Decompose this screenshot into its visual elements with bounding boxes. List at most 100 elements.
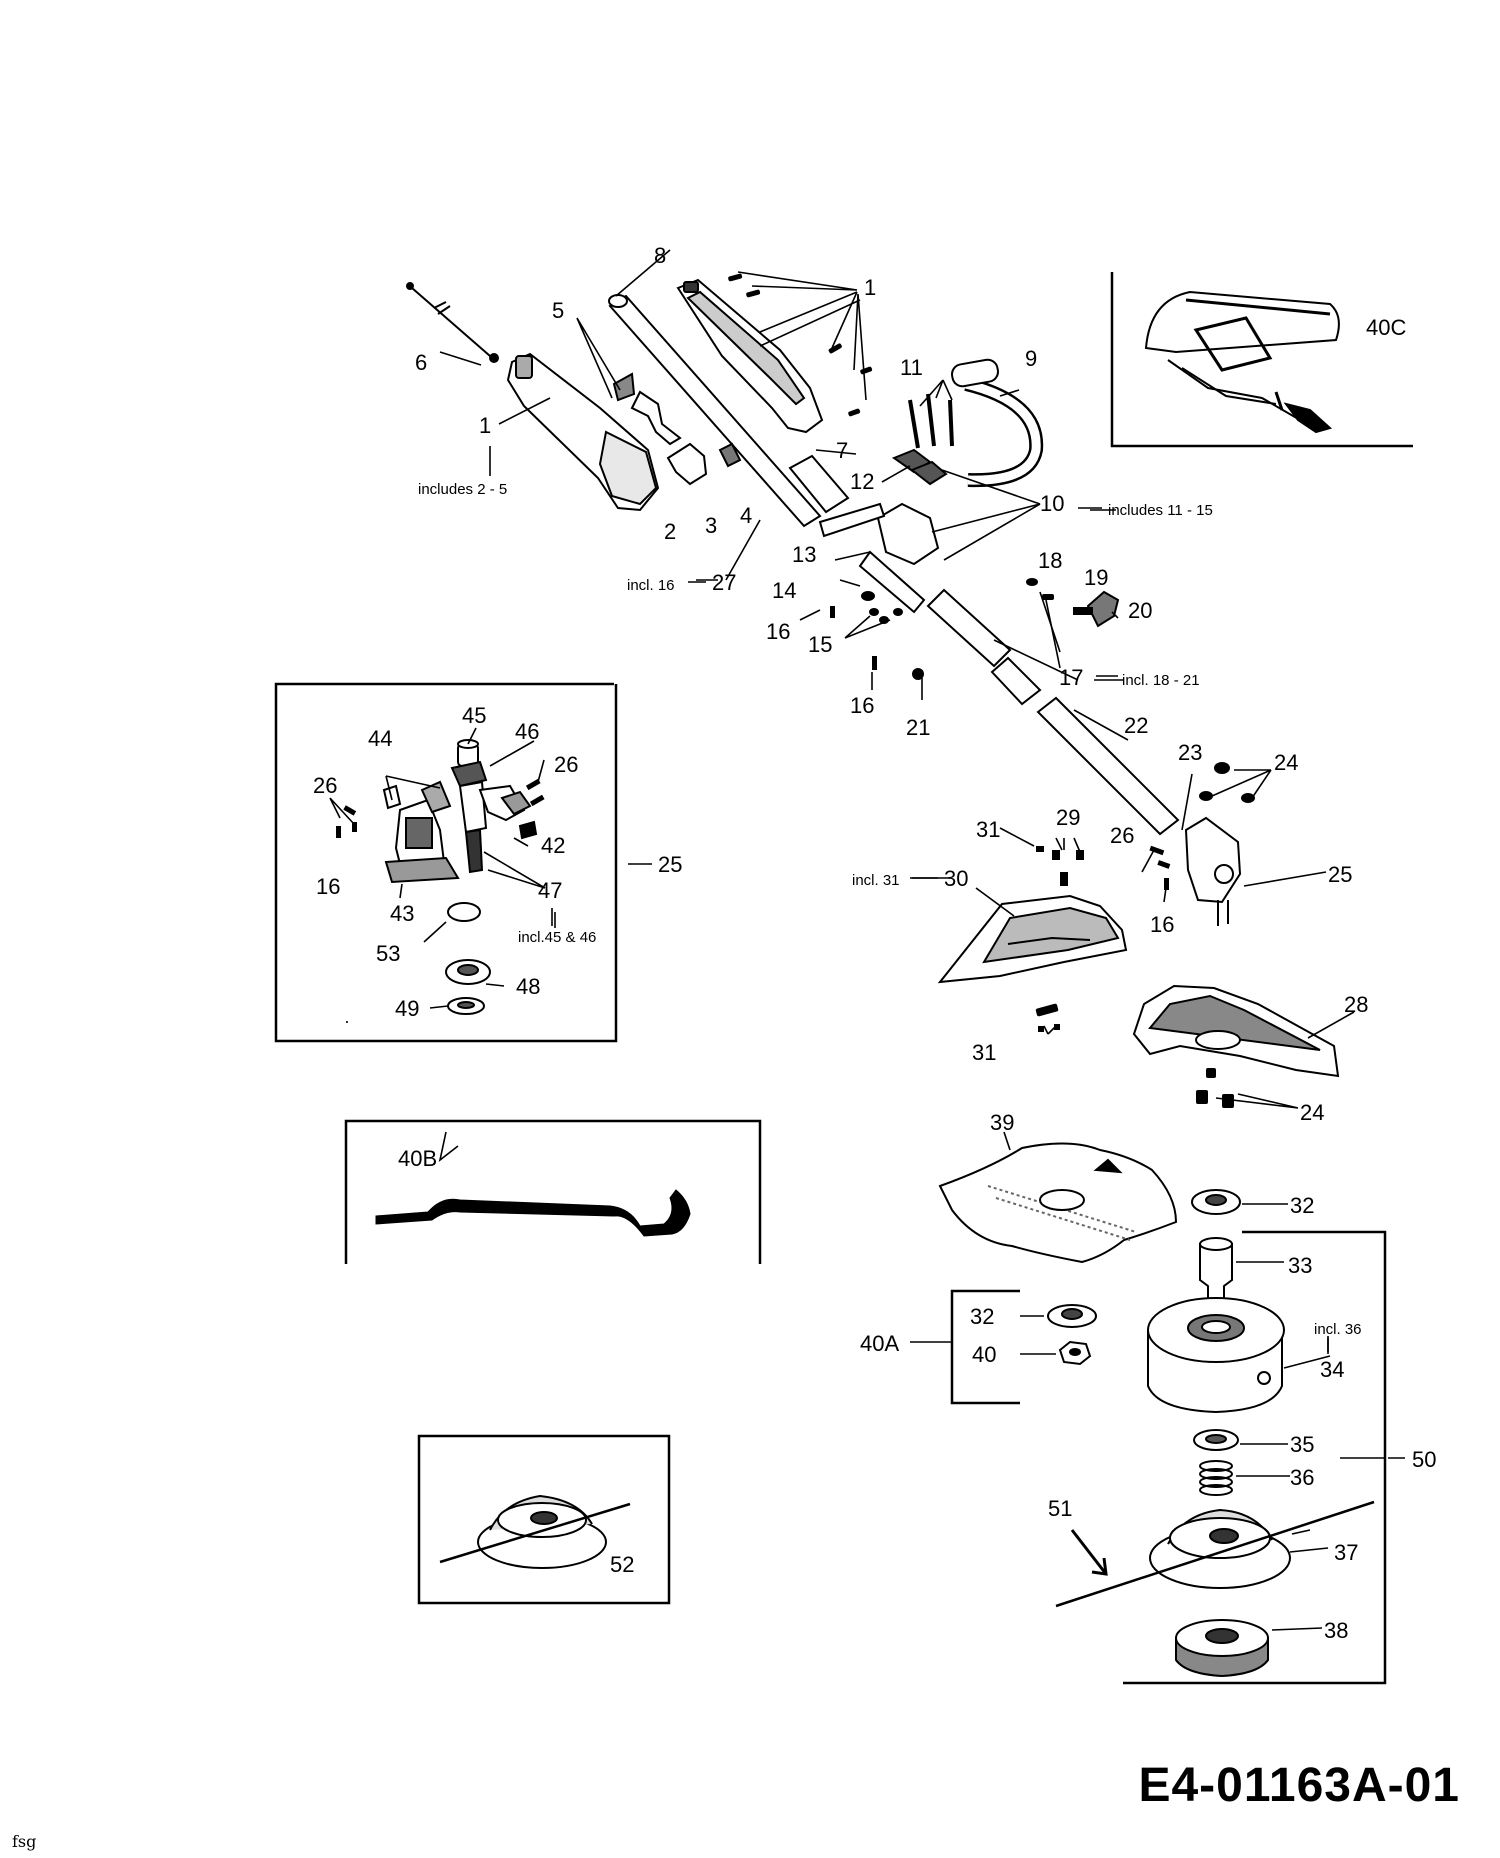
callout-26-right: 26 <box>1110 823 1134 848</box>
callout-5: 5 <box>552 298 564 323</box>
shaft-end <box>608 294 628 308</box>
nut-15c <box>893 608 903 616</box>
gearbox-shaft <box>1217 900 1229 926</box>
note-incl-36: incl. 36 <box>1314 1321 1362 1338</box>
screw-16a <box>830 606 835 618</box>
callout-1-upper: 1 <box>864 275 876 300</box>
callout-16-mid: 16 <box>850 693 874 718</box>
trimmer-line <box>1055 1500 1375 1608</box>
spring <box>718 442 742 468</box>
callout-1-left: 1 <box>479 413 491 438</box>
inset-frame-40C <box>1110 272 1413 448</box>
throttle-small-parts <box>460 300 742 486</box>
o-ring-53 <box>447 902 481 922</box>
callout-6: 6 <box>415 350 427 375</box>
note-includes-2-5: includes 2 - 5 <box>418 481 507 498</box>
callout-22: 22 <box>1124 713 1148 738</box>
callout-45: 45 <box>462 703 486 728</box>
callout-30: 30 <box>944 866 968 891</box>
gearbox-screws <box>1036 845 1171 890</box>
callout-48: 48 <box>516 974 540 999</box>
callout-33: 33 <box>1288 1253 1312 1278</box>
throttle-cable <box>406 282 499 363</box>
callout-36: 36 <box>1290 1465 1314 1490</box>
inclusion-notes: includes 2 - 5 includes 11 - 15 incl. 16… <box>418 481 1362 1338</box>
note-connectors <box>489 446 1329 1354</box>
throttle-handle <box>506 352 660 512</box>
callout-31-lower: 31 <box>972 1040 996 1065</box>
callout-39: 39 <box>990 1110 1014 1135</box>
callout-24-lower: 24 <box>1300 1100 1324 1125</box>
inset-frames <box>274 272 1413 1685</box>
note-incl-18-21: incl. 18 - 21 <box>1122 672 1200 689</box>
callout-35: 35 <box>1290 1432 1314 1457</box>
callout-16-right: 16 <box>1150 912 1174 937</box>
handle-bar <box>818 502 886 538</box>
inset-25-screws <box>336 778 545 838</box>
leader-lines <box>329 249 1405 1631</box>
callout-40: 40 <box>972 1342 996 1367</box>
note-incl-45-46: incl.45 & 46 <box>518 929 596 946</box>
callout-labels: 8 1 9 40C 5 6 1 11 7 12 10 2 3 4 13 18 1… <box>313 243 1436 1643</box>
callout-23: 23 <box>1178 740 1202 765</box>
line-guard <box>937 894 1128 984</box>
callout-16-upper: 16 <box>766 619 790 644</box>
gearbox <box>1184 816 1242 904</box>
clamp-tube <box>858 550 926 614</box>
shaft-47 <box>464 828 484 874</box>
gear-46 <box>450 760 488 788</box>
loop-handle-inner <box>964 379 1041 485</box>
screw-19 <box>1042 594 1054 600</box>
callout-3: 3 <box>705 513 717 538</box>
screw-16b <box>872 656 877 670</box>
screw-18 <box>1026 578 1038 586</box>
coupling-sleeve <box>990 656 1042 706</box>
callout-25-main: 25 <box>1328 862 1352 887</box>
callout-20: 20 <box>1128 598 1152 623</box>
callout-38: 38 <box>1324 1618 1348 1643</box>
brush-blade <box>938 1142 1178 1264</box>
callout-24-top: 24 <box>1274 750 1298 775</box>
lower-screws <box>1035 1003 1234 1108</box>
callout-40A: 40A <box>860 1331 899 1356</box>
callout-7: 7 <box>836 438 848 463</box>
screw-29c <box>1060 872 1068 886</box>
loop-handle-grip <box>951 358 999 388</box>
callout-47: 47 <box>538 878 562 903</box>
guard-bracket <box>1132 984 1340 1078</box>
callout-12: 12 <box>850 469 874 494</box>
nuts-24-top <box>1199 762 1255 803</box>
screw-31 <box>1036 846 1044 852</box>
callout-9: 9 <box>1025 346 1037 371</box>
callout-32-40A: 32 <box>970 1304 994 1329</box>
callout-26-inset-left: 26 <box>313 773 337 798</box>
callout-13: 13 <box>792 542 816 567</box>
trimmer-head-parts <box>1047 1189 1375 1678</box>
throttle-button <box>612 372 636 402</box>
callout-2: 2 <box>664 519 676 544</box>
knob <box>1073 590 1120 628</box>
note-includes-11-15: includes 11 - 15 <box>1108 502 1213 519</box>
callout-43: 43 <box>390 901 414 926</box>
callout-34: 34 <box>1320 1357 1344 1382</box>
callout-46: 46 <box>515 719 539 744</box>
inset-frame-40B <box>344 1119 762 1264</box>
arrow-51 <box>1070 1529 1108 1576</box>
callout-4: 4 <box>740 503 752 528</box>
callout-49: 49 <box>395 996 419 1021</box>
drawing-number: E4-01163A-01 <box>1138 1759 1460 1812</box>
nut-21 <box>912 668 924 680</box>
callout-42: 42 <box>541 833 565 858</box>
shaft-assembly <box>608 294 1242 926</box>
callout-27: 27 <box>712 570 736 595</box>
nut-15a <box>869 608 879 616</box>
spool-inset-52 <box>439 1494 631 1569</box>
bearing-44 <box>420 780 452 814</box>
spring-36 <box>1199 1460 1233 1496</box>
screw-29a <box>1052 850 1060 860</box>
callout-50: 50 <box>1412 1447 1436 1472</box>
gearbox-spindle <box>1214 864 1234 884</box>
callout-29: 29 <box>1056 805 1080 830</box>
callout-37: 37 <box>1334 1540 1358 1565</box>
